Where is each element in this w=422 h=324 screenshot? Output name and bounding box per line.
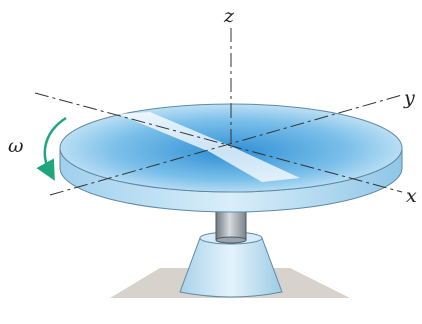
disk	[59, 103, 403, 213]
y-axis-line	[49, 94, 403, 196]
rotation-arrow-icon	[36, 116, 67, 181]
z-axis-label: z	[223, 5, 235, 27]
x-axis-line	[34, 92, 403, 193]
highlight-streak	[118, 112, 300, 182]
x-axis-label: x	[406, 185, 417, 207]
omega-label: ω	[8, 135, 24, 157]
y-axis-label: y	[403, 87, 415, 109]
axes	[34, 92, 403, 196]
